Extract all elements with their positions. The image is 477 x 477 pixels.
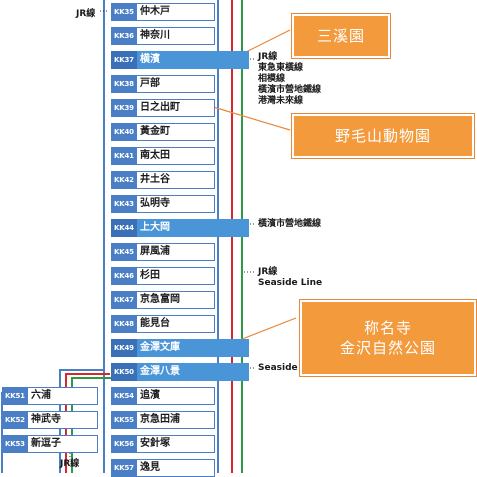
station-name: 金澤文庫 bbox=[137, 339, 249, 357]
station-name: 京急富岡 bbox=[137, 291, 215, 309]
station-code: KK56 bbox=[111, 435, 137, 453]
callout-pointer-shomyoji bbox=[231, 317, 297, 344]
station-name: 神武寺 bbox=[28, 411, 98, 429]
station-name: 戸部 bbox=[137, 75, 215, 93]
station-name: 黃金町 bbox=[137, 123, 215, 141]
station-name: 逸見 bbox=[137, 459, 215, 477]
transfer-label: JR線 bbox=[258, 267, 278, 277]
station-code: KK37 bbox=[111, 51, 137, 69]
station-code: KK44 bbox=[111, 219, 137, 237]
transfer-label-kk44: 橫濱市營地鐵線 bbox=[258, 219, 322, 229]
station-name: 能見台 bbox=[137, 315, 215, 333]
callout-pointer-nogeyama bbox=[209, 105, 291, 131]
station-code: KK46 bbox=[111, 267, 137, 285]
transfer-label: 相模線 bbox=[258, 74, 286, 84]
station-code: KK38 bbox=[111, 75, 137, 93]
station-code: KK39 bbox=[111, 99, 137, 117]
station-code: KK43 bbox=[111, 195, 137, 213]
station-name: 杉田 bbox=[137, 267, 215, 285]
station-code: KK57 bbox=[111, 459, 137, 477]
station-name: 南太田 bbox=[137, 147, 215, 165]
station-name: 上大岡 bbox=[137, 219, 249, 237]
callout-sankeien: 三溪園 bbox=[292, 14, 390, 58]
station-name: 金澤八景 bbox=[137, 363, 249, 381]
transfer-label: JR線 bbox=[258, 52, 278, 62]
station-name: 京急田浦 bbox=[137, 411, 215, 429]
station-name: 井土谷 bbox=[137, 171, 215, 189]
transfer-list-kk37: JR線 東急東橫線 相模線 橫濱市營地鐵線 港灣未來線 bbox=[258, 52, 321, 107]
station-code: KK53 bbox=[2, 435, 28, 453]
transfer-list-kk46: JR線 Seaside Line bbox=[258, 267, 322, 289]
station-name: 六浦 bbox=[28, 387, 98, 405]
transfer-label: Seaside Line bbox=[258, 278, 323, 288]
station-code: KK55 bbox=[111, 411, 137, 429]
station-name: 仲木戸 bbox=[137, 3, 215, 21]
station-code: KK47 bbox=[111, 291, 137, 309]
callout-line: 金沢自然公園 bbox=[339, 339, 436, 357]
transfer-label: 港灣未來線 bbox=[258, 96, 304, 106]
station-name: 弘明寺 bbox=[137, 195, 215, 213]
station-name: 神奈川 bbox=[137, 27, 215, 45]
transfer-label: 橫濱市營地鐵線 bbox=[258, 85, 322, 95]
station-code: KK50 bbox=[111, 363, 137, 381]
callout-shomyoji: 称名寺 金沢自然公園 bbox=[300, 300, 476, 376]
callout-nogeyama: 野毛山動物園 bbox=[292, 114, 474, 158]
transfer-label-kk53: JR線 bbox=[60, 459, 80, 469]
station-code: KK42 bbox=[111, 171, 137, 189]
station-code: KK45 bbox=[111, 243, 137, 261]
station-code: KK49 bbox=[111, 339, 137, 357]
transfer-label-kk35: JR線 bbox=[76, 9, 96, 19]
station-code: KK41 bbox=[111, 147, 137, 165]
station-name: 新逗子 bbox=[28, 435, 98, 453]
station-code: KK51 bbox=[2, 387, 28, 405]
station-code: KK35 bbox=[111, 3, 137, 21]
station-code: KK48 bbox=[111, 315, 137, 333]
transfer-label-kk50: Seaside bbox=[258, 363, 298, 373]
transfer-label: 東急東橫線 bbox=[258, 63, 304, 73]
station-code: KK52 bbox=[2, 411, 28, 429]
station-code: KK36 bbox=[111, 27, 137, 45]
station-name: 屏風浦 bbox=[137, 243, 215, 261]
station-name: 横濱 bbox=[137, 51, 249, 69]
callout-line: 称名寺 bbox=[363, 319, 412, 337]
station-code: KK54 bbox=[111, 387, 137, 405]
station-name: 追濱 bbox=[137, 387, 215, 405]
station-name: 安針塚 bbox=[137, 435, 215, 453]
station-name: 日之出町 bbox=[137, 99, 215, 117]
station-code: KK40 bbox=[111, 123, 137, 141]
